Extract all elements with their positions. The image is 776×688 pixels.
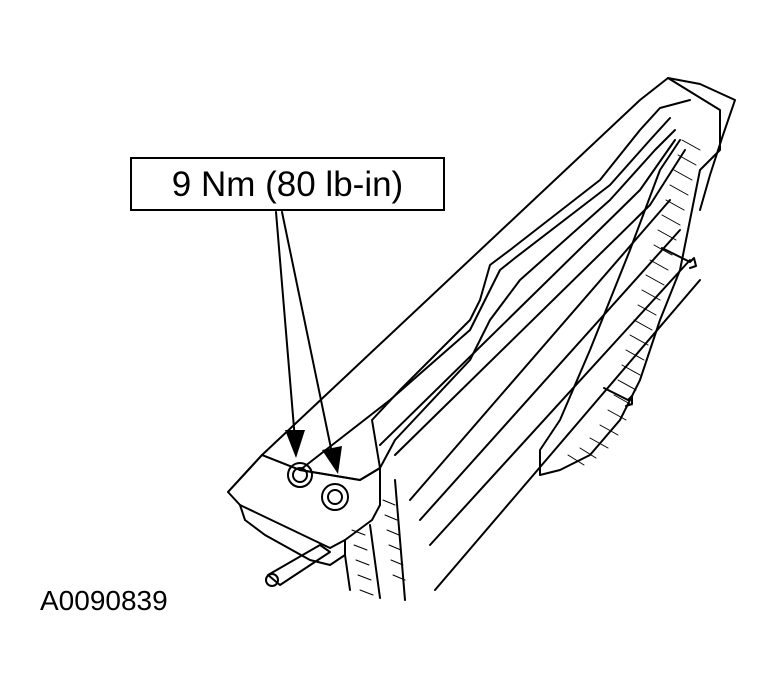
leader-line-left bbox=[275, 211, 296, 441]
figure-id: A0090839 bbox=[40, 585, 168, 616]
core-line-3 bbox=[429, 259, 691, 546]
leader-line-right bbox=[281, 211, 334, 459]
radiator-inner-rail bbox=[299, 117, 671, 471]
lower-pin bbox=[267, 544, 331, 586]
radiator-channel-edge bbox=[379, 139, 676, 446]
core-line-2 bbox=[419, 229, 681, 521]
torque-callout: 9 Nm (80 lb-in) bbox=[130, 157, 445, 211]
core-line-1 bbox=[409, 199, 671, 501]
arrow-head-left-icon bbox=[285, 430, 305, 458]
radiator-outer-frame bbox=[227, 77, 736, 493]
core-line-4 bbox=[434, 279, 701, 591]
radiator-inner-rail-2 bbox=[379, 129, 676, 469]
lower-core-edge bbox=[344, 479, 406, 601]
bolt-left-icon bbox=[287, 462, 313, 488]
side-pin-upper bbox=[661, 247, 697, 269]
arrow-head-right-icon bbox=[322, 446, 342, 474]
bolt-right-icon bbox=[321, 483, 349, 511]
bracket-block bbox=[227, 454, 381, 549]
side-tank-outline bbox=[539, 77, 721, 476]
lower-pin-end bbox=[265, 573, 279, 587]
lower-fins bbox=[351, 499, 406, 596]
side-pin-lower bbox=[603, 387, 633, 407]
radiator-channel-edge-2 bbox=[394, 149, 686, 456]
torque-value: 9 Nm (80 lb-in) bbox=[171, 164, 404, 204]
bracket-face bbox=[239, 504, 346, 566]
side-fins bbox=[567, 139, 701, 466]
